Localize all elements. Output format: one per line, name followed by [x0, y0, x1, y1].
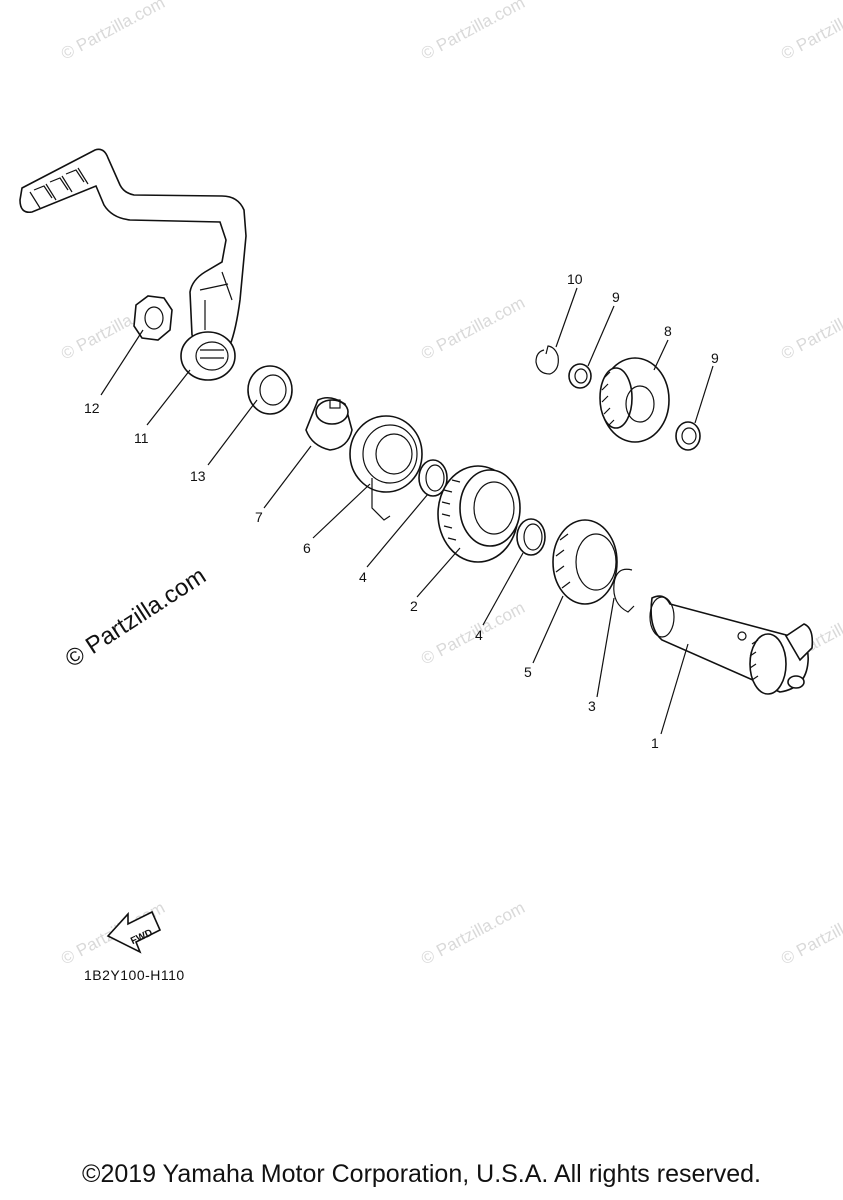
part-9-washer [675, 421, 701, 451]
watermark: © Partzilla.com [58, 0, 168, 64]
callout-9: 9 [711, 350, 719, 366]
part-9-washer [568, 363, 592, 389]
part-5-ratchet [552, 519, 618, 605]
watermark: © Partzilla.com [418, 598, 528, 669]
callout-11: 11 [134, 430, 149, 446]
part-7-collar [305, 396, 353, 451]
callout-4: 4 [359, 569, 367, 585]
part-1-kick-shaft [649, 595, 814, 695]
diagram-code: 1B2Y100-H110 [84, 967, 185, 983]
part-13-bushing [247, 365, 293, 415]
callout-1: 1 [651, 735, 659, 751]
part-6-spring [349, 415, 423, 521]
callout-7: 7 [255, 509, 263, 525]
watermark: © Partzilla.com [418, 898, 528, 969]
watermark: © Partzilla.com [778, 0, 843, 64]
callout-12: 12 [84, 400, 100, 416]
copyright-notice: ©2019 Yamaha Motor Corporation, U.S.A. A… [82, 1160, 761, 1188]
callout-labels: 1 2 3 4 4 5 6 7 8 9 9 10 11 12 13 [84, 271, 719, 751]
watermark: © Partzilla.com [778, 293, 843, 364]
callout-6: 6 [303, 540, 311, 556]
part-12-nut [133, 295, 173, 341]
callout-9: 9 [612, 289, 620, 305]
callout-4: 4 [475, 627, 483, 643]
callout-3: 3 [588, 698, 596, 714]
watermark: © Partzilla.com [778, 898, 843, 969]
watermark-prominent: © Partzilla.com [61, 562, 211, 673]
part-4-washer [516, 518, 546, 556]
part-3-circlip [613, 568, 635, 613]
part-2-kick-gear [437, 465, 521, 563]
callout-8: 8 [664, 323, 672, 339]
kick-crank-lever [19, 148, 247, 381]
part-8-idle-gear [599, 357, 670, 443]
watermark: © Partzilla.com [418, 0, 528, 64]
part-4-washer [418, 459, 448, 497]
callout-2: 2 [410, 598, 418, 614]
part-10-circlip [535, 345, 559, 375]
callout-10: 10 [567, 271, 583, 287]
callout-13: 13 [190, 468, 206, 484]
callout-5: 5 [524, 664, 532, 680]
leader-lines [100, 287, 714, 735]
watermark: © Partzilla.com [418, 293, 528, 364]
